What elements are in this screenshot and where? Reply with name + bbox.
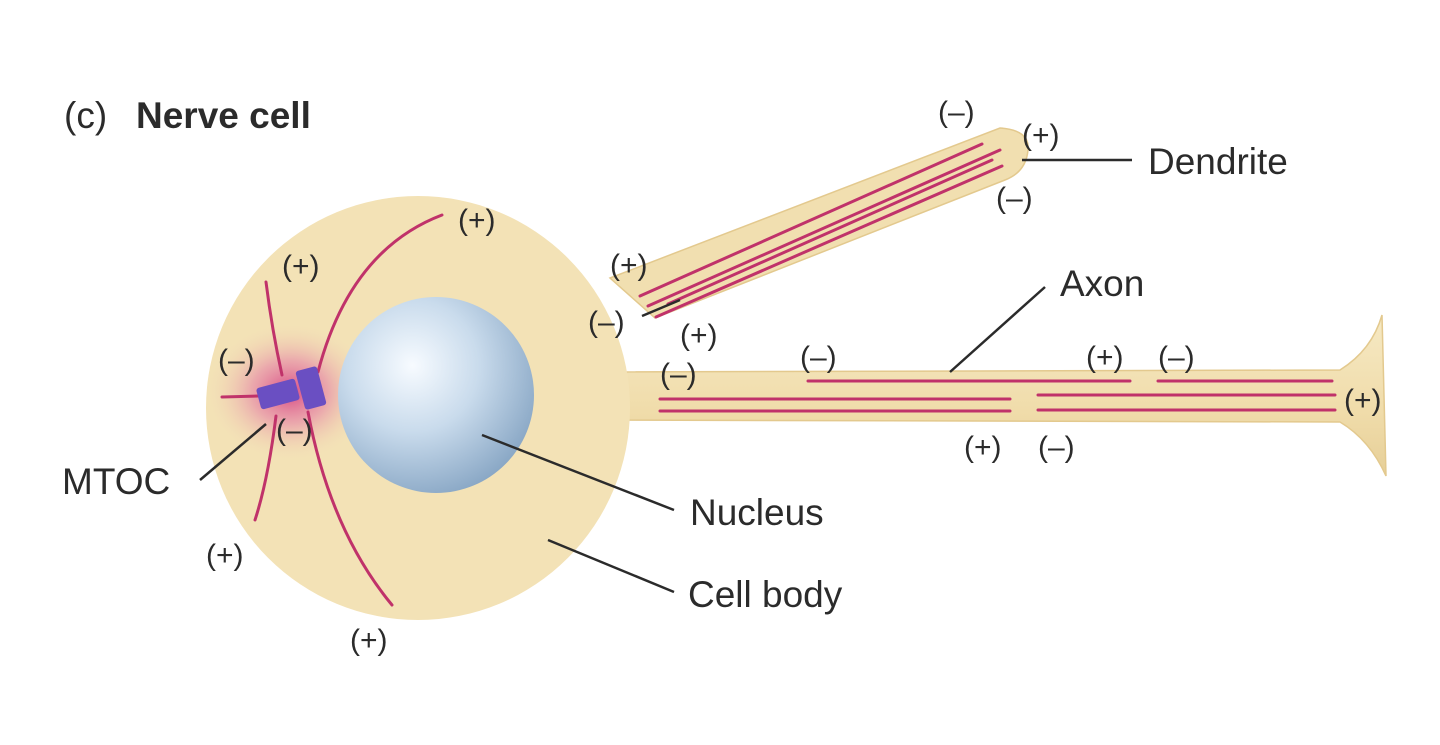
dendrite-minus-base-label: (–) [588, 306, 625, 339]
cell-body-leader [547, 538, 675, 594]
axon-plus-base-label: (+) [680, 319, 718, 352]
microtubule [666, 158, 994, 306]
cell-body-microtubules [220, 213, 444, 607]
mtoc-minus-left-label: (–) [218, 344, 255, 377]
dendrite-label: Dendrite [1148, 141, 1288, 182]
axon-process [599, 314, 1387, 477]
microtubule [306, 410, 394, 607]
cell-body-plus-upper-left-label: (+) [282, 250, 320, 283]
microtubule [220, 394, 260, 399]
cell-notch [640, 345, 672, 368]
leader-lines [199, 158, 1132, 594]
axon-minus-lower-label: (–) [1038, 431, 1075, 464]
nucleus-leader [481, 433, 675, 512]
microtubule [638, 142, 984, 298]
cell-body-plus-bottom-label: (+) [350, 624, 388, 657]
panel-letter: (c) [64, 95, 107, 136]
nucleus-shape [338, 297, 534, 493]
panel-title: Nerve cell [136, 95, 311, 136]
axon-plus-terminal-label: (+) [1344, 384, 1382, 417]
axon-minus-base-label: (–) [660, 358, 697, 391]
dendrite-minus-leader [641, 298, 681, 318]
axon-leader [949, 286, 1046, 373]
cell-body-label: Cell body [688, 574, 843, 615]
nucleus-label: Nucleus [690, 492, 824, 533]
microtubule [646, 148, 1002, 308]
dendrite-minus-tip-label: (–) [996, 182, 1033, 215]
centriole [256, 378, 300, 410]
dendrite-minus-top-label: (–) [938, 96, 975, 129]
mtoc-centrioles [256, 366, 327, 410]
dendrite-plus-tip-label: (+) [1022, 119, 1060, 152]
axon-label: Axon [1060, 263, 1144, 304]
axon-minus-mid-label: (–) [800, 341, 837, 374]
axon-microtubules [658, 379, 1337, 413]
mtoc-leader [199, 423, 267, 481]
microtubule [654, 164, 1004, 319]
microtubule [316, 213, 444, 374]
mtoc-minus-lower-label: (–) [276, 414, 313, 447]
axon-plus-lower-label: (+) [964, 431, 1002, 464]
centriole [295, 366, 327, 410]
dendrite-microtubules [638, 142, 1004, 319]
axon-plus-upper-label: (+) [1086, 341, 1124, 374]
microtubule [253, 414, 278, 522]
cell-body-plus-top-label: (+) [458, 204, 496, 237]
mtoc-label: MTOC [62, 461, 170, 502]
dendrite-plus-base-label: (+) [610, 249, 648, 282]
dendrite-process [608, 127, 1029, 319]
microtubule [264, 280, 284, 377]
cell-body-plus-lower-left-label: (+) [206, 539, 244, 572]
axon-minus-upper-label: (–) [1158, 341, 1195, 374]
